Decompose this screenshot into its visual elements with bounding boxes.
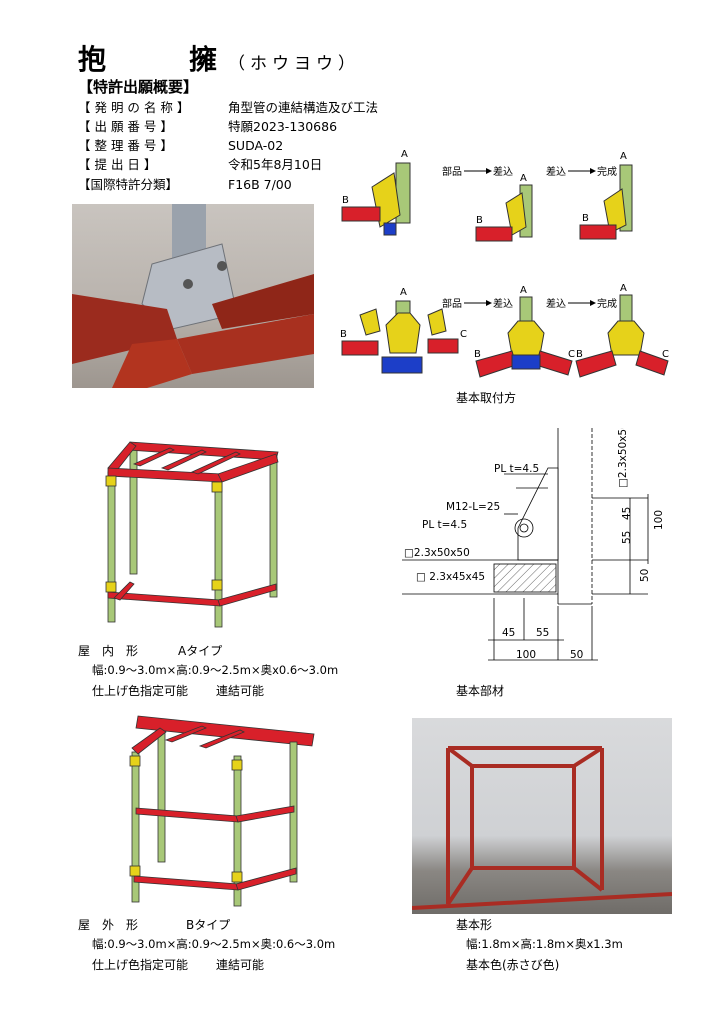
svg-text:完成: 完成 bbox=[597, 297, 617, 310]
basic-size: 幅:1.8m×高:1.8m×奥x1.3m bbox=[466, 937, 623, 951]
svg-text:45: 45 bbox=[621, 507, 633, 520]
svg-text:□ 2.3x45x45: □ 2.3x45x45 bbox=[416, 571, 485, 583]
type-a-size: 幅:0.9～3.0m×高:0.9～2.5m×奥x0.6～3.0m bbox=[92, 663, 339, 677]
svg-text:50: 50 bbox=[570, 649, 583, 661]
svg-text:部品: 部品 bbox=[442, 297, 462, 310]
svg-text:□2.3x50x50: □2.3x50x50 bbox=[404, 547, 470, 559]
type-b-frame-drawing bbox=[129, 715, 315, 907]
type-b-options: 仕上げ色指定可能連結可能 bbox=[92, 958, 265, 972]
svg-text:C: C bbox=[662, 349, 669, 360]
svg-text:50: 50 bbox=[639, 569, 651, 582]
svg-text:差込: 差込 bbox=[546, 297, 566, 310]
title-char-2: 擁 bbox=[189, 43, 219, 76]
svg-text:C: C bbox=[568, 349, 575, 360]
svg-text:100: 100 bbox=[653, 510, 665, 530]
svg-text:部品: 部品 bbox=[442, 165, 462, 178]
svg-text:100: 100 bbox=[516, 649, 536, 661]
basic-title: 基本形 bbox=[456, 918, 493, 932]
svg-text:差込: 差込 bbox=[546, 165, 566, 178]
svg-text:B: B bbox=[340, 329, 347, 340]
svg-text:A: A bbox=[401, 149, 408, 160]
field-reference-number: 【 整 理 番 号 】SUDA-02 bbox=[78, 138, 284, 153]
svg-text:A: A bbox=[520, 285, 527, 296]
field-application-number: 【 出 願 番 号 】特願2023-130686 bbox=[78, 119, 338, 134]
svg-text:B: B bbox=[576, 349, 583, 360]
assembly-caption: 基本取付方 bbox=[456, 391, 517, 405]
basic-frame-photo bbox=[412, 718, 672, 914]
title-char-1: 抱 bbox=[78, 43, 108, 76]
svg-text:45: 45 bbox=[502, 627, 515, 639]
svg-text:完成: 完成 bbox=[597, 165, 617, 178]
field-invention-name: 【 発 明 の 名 称 】角型管の連結構造及び工法 bbox=[78, 100, 379, 115]
title-reading: （ホウヨウ） bbox=[228, 54, 361, 74]
svg-text:PL t=4.5: PL t=4.5 bbox=[422, 519, 467, 531]
assembly-diagram: A B 部品 差込 差込 完成 B A B A A B C 部品 差込 差込 完… bbox=[340, 149, 669, 378]
svg-text:A: A bbox=[520, 173, 527, 184]
drawing-caption: 基本部材 bbox=[456, 684, 505, 698]
svg-text:B: B bbox=[582, 213, 589, 224]
type-b-size: 幅:0.9～3.0m×高:0.9～2.5m×奥:0.6～3.0m bbox=[92, 937, 336, 951]
svg-text:A: A bbox=[620, 151, 627, 162]
svg-text:PL t=4.5: PL t=4.5 bbox=[494, 463, 539, 475]
field-submission-date: 【 提 出 日 】令和5年8月10日 bbox=[78, 157, 323, 172]
svg-text:B: B bbox=[474, 349, 481, 360]
svg-text:55: 55 bbox=[536, 627, 549, 639]
svg-text:差込: 差込 bbox=[493, 297, 513, 310]
svg-text:B: B bbox=[476, 215, 483, 226]
type-a-frame-drawing bbox=[105, 441, 279, 628]
field-ipc: 【国際特許分類】F16B 7/00 bbox=[78, 177, 292, 192]
technical-drawing: PL t=4.5 M12-L=25 PL t=4.5 □2.3x50x50 □ … bbox=[402, 428, 665, 661]
svg-text:B: B bbox=[342, 195, 349, 206]
svg-text:差込: 差込 bbox=[493, 165, 513, 178]
section-heading: 【特許出願概要】 bbox=[78, 78, 199, 96]
svg-text:□2.3x50x50: □2.3x50x50 bbox=[617, 428, 629, 488]
type-a-options: 仕上げ色指定可能連結可能 bbox=[92, 684, 265, 698]
svg-text:A: A bbox=[620, 283, 627, 294]
svg-text:A: A bbox=[400, 287, 407, 298]
svg-text:C: C bbox=[460, 329, 467, 340]
page-title: 抱 擁 （ホウヨウ） bbox=[78, 38, 360, 78]
svg-text:M12-L=25: M12-L=25 bbox=[446, 501, 500, 513]
basic-color: 基本色(赤さび色) bbox=[466, 958, 560, 972]
svg-text:55: 55 bbox=[621, 531, 633, 544]
joint-photo bbox=[72, 204, 314, 388]
